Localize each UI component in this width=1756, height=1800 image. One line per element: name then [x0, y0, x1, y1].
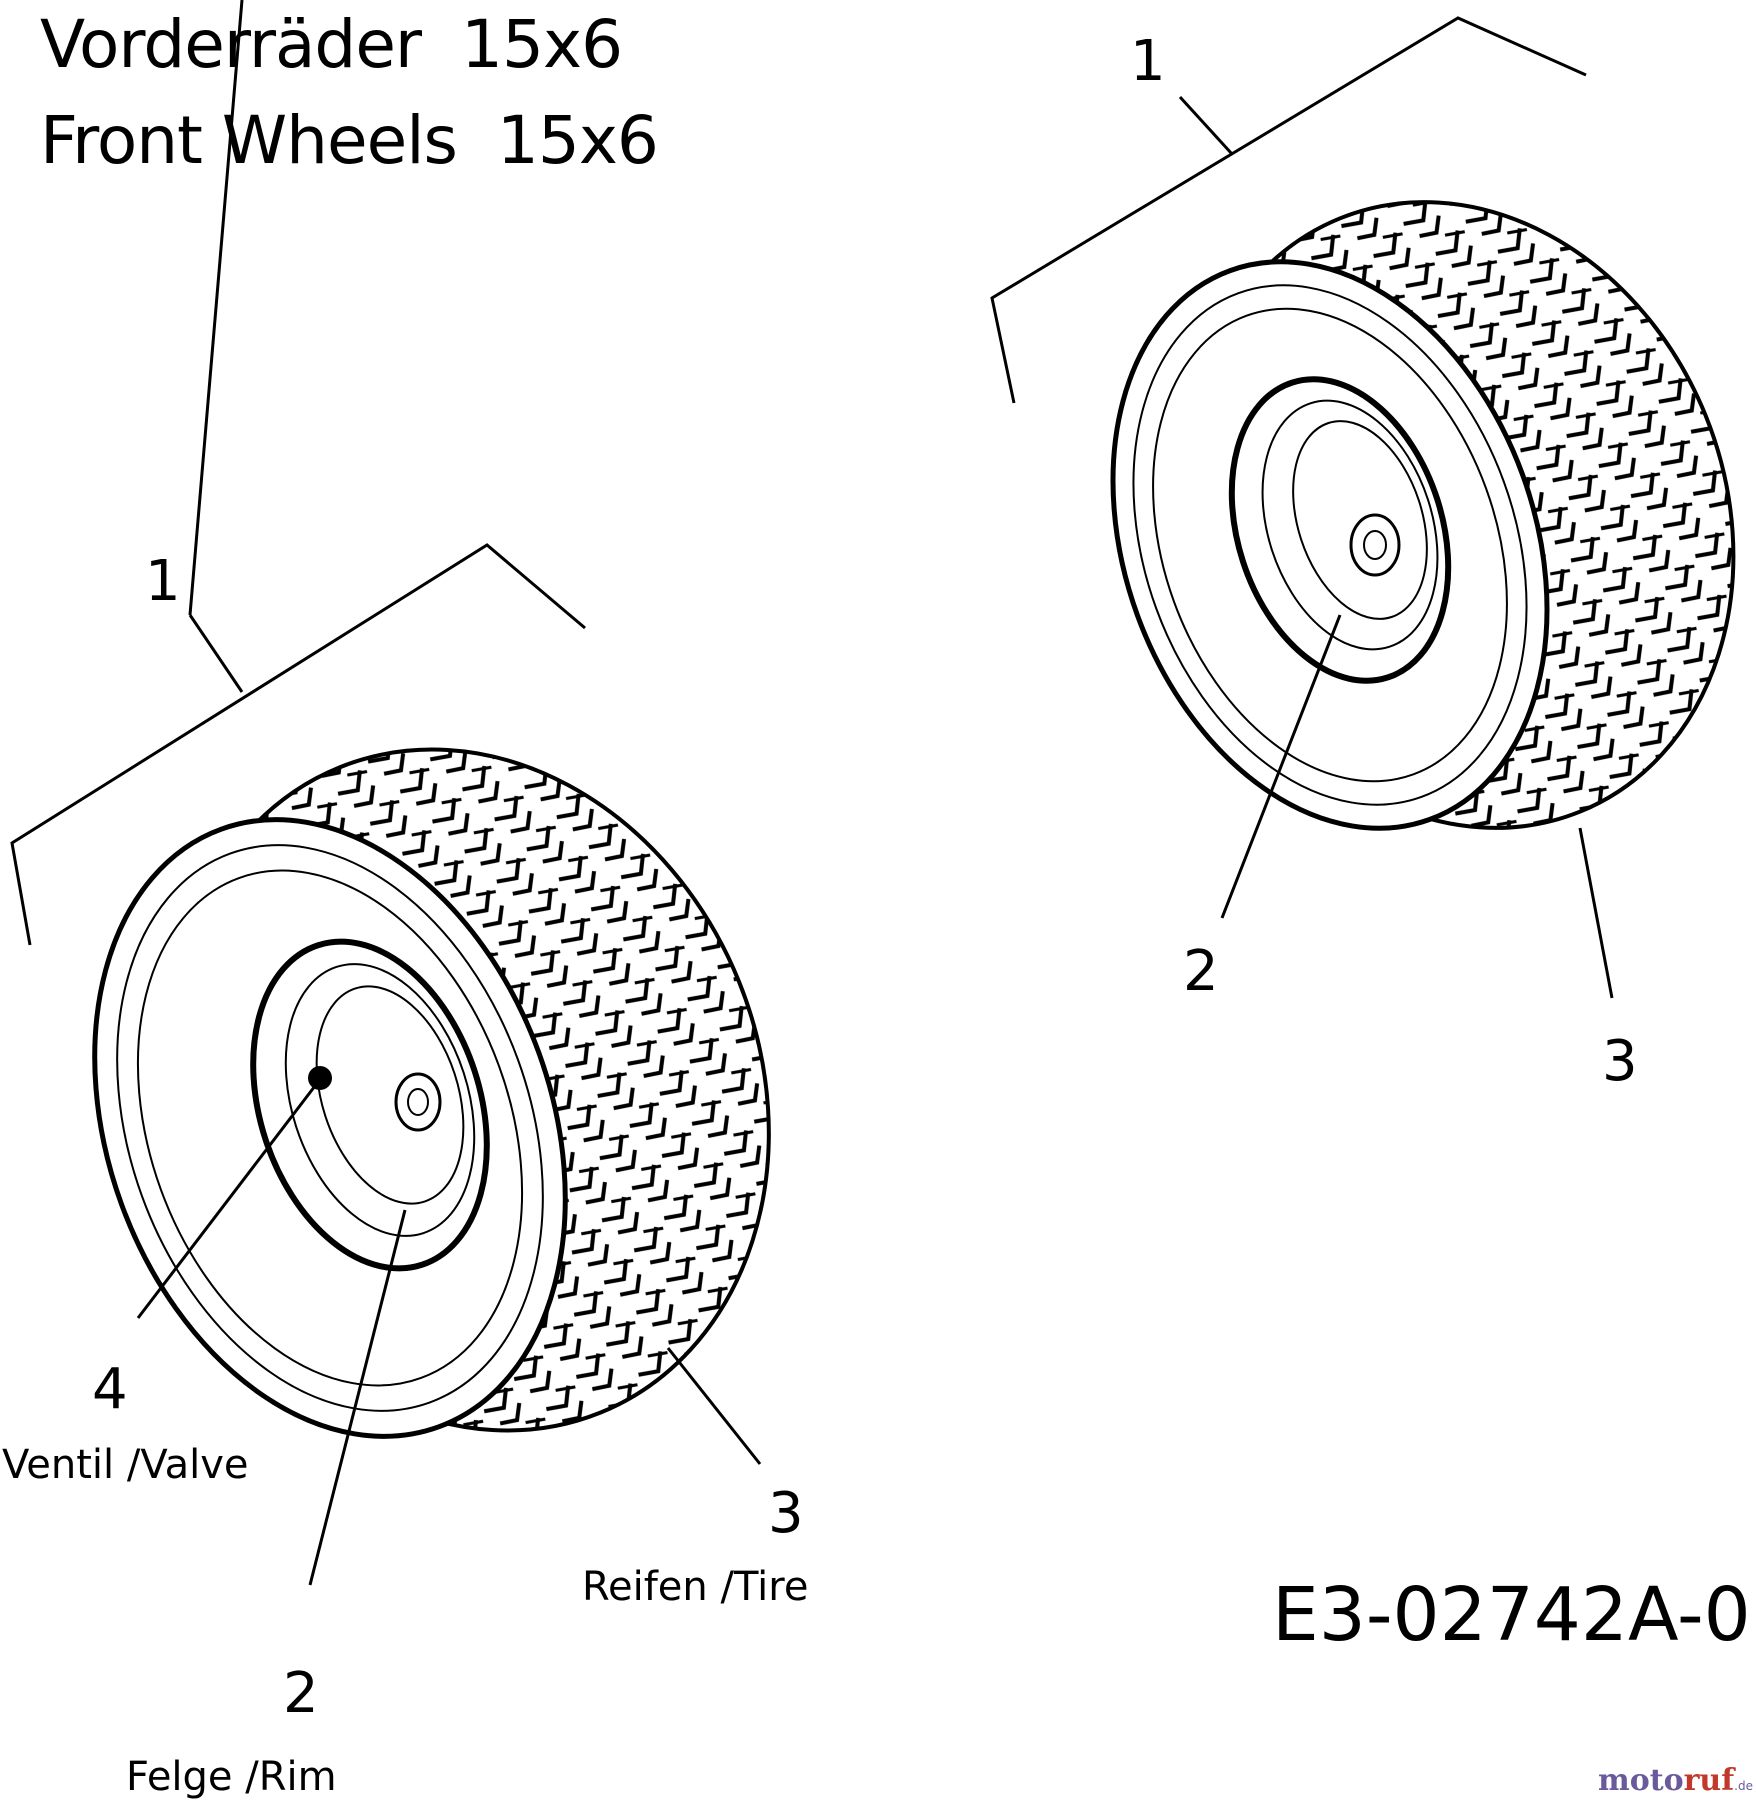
left-callout-3: 3 [768, 1481, 804, 1546]
left-callout-2: 2 [283, 1661, 319, 1726]
valve-label: Ventil /Valve [2, 1442, 248, 1488]
right-leader-lines [1220, 614, 1614, 999]
left-callout-1: 1 [145, 549, 181, 614]
left-hub [394, 1072, 442, 1132]
title-german: Vorderräder 15x6 [40, 6, 623, 83]
tire-label: Reifen /Tire [582, 1564, 808, 1610]
left-callout-4: 4 [92, 1357, 128, 1422]
watermark-part2: ruf [1684, 1763, 1737, 1798]
rim-label: Felge /Rim [126, 1754, 337, 1800]
title-english: Front Wheels 15x6 [40, 102, 659, 179]
left-valve [308, 1066, 332, 1090]
right-rim [1228, 376, 1452, 684]
right-bracket-1 [990, 16, 1587, 404]
right-callout-2: 2 [1183, 939, 1219, 1004]
svg-text:motoruf.de: motoruf.de [1598, 1763, 1753, 1798]
watermark-part1: moto [1598, 1763, 1684, 1798]
watermark-part3: .de [1734, 1779, 1753, 1793]
right-hub [1349, 513, 1401, 577]
right-callout-1: 1 [1130, 29, 1166, 94]
left-bracket-1 [10, 0, 586, 946]
watermark-logo: motoruf.de [1598, 1763, 1753, 1798]
drawing-code: E3-02742A-01 [1272, 1572, 1756, 1658]
left-wheel-assembly [10, 0, 771, 1586]
right-wheel-assembly [990, 16, 1736, 999]
right-callout-3: 3 [1602, 1029, 1638, 1094]
left-rim [250, 938, 490, 1272]
left-leader-lines [136, 1081, 762, 1586]
